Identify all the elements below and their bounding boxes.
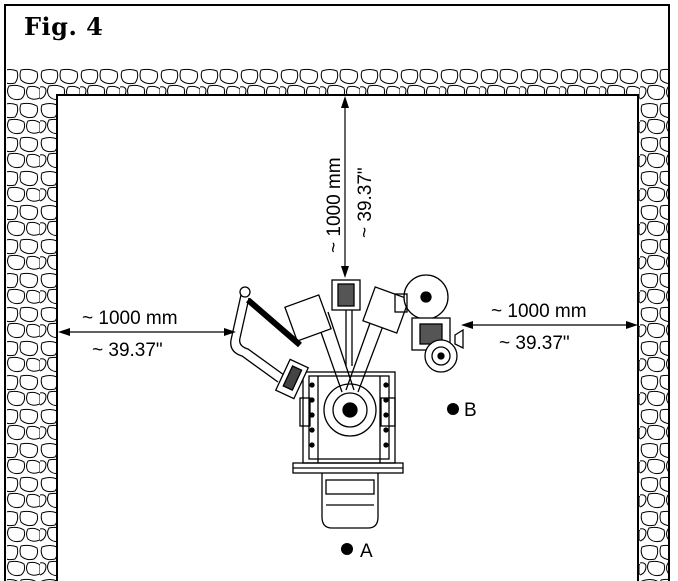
point-b-marker <box>447 403 459 415</box>
right-clearance-arrow <box>461 321 638 329</box>
right-clearance-imperial: ~ 39.37" <box>499 333 570 354</box>
left-clearance-arrow <box>58 328 236 336</box>
wall-left <box>7 67 57 581</box>
wall-top <box>7 67 668 95</box>
point-a-label: A <box>360 541 373 562</box>
figure-frame <box>4 4 670 581</box>
wall-right <box>638 67 668 581</box>
left-clearance-imperial: ~ 39.37" <box>92 340 163 361</box>
room-outline <box>56 94 639 581</box>
left-clearance-metric: ~ 1000 mm <box>82 308 178 329</box>
point-b-label: B <box>464 400 477 421</box>
figure-title: Fig. 4 <box>24 12 104 41</box>
top-clearance-arrow <box>341 96 349 278</box>
top-clearance-metric: ~ 1000 mm <box>324 157 345 253</box>
point-a-marker <box>341 543 353 555</box>
machine-drawing <box>230 274 464 529</box>
top-clearance-imperial: ~ 39.37" <box>355 167 376 238</box>
right-clearance-metric: ~ 1000 mm <box>491 301 587 322</box>
